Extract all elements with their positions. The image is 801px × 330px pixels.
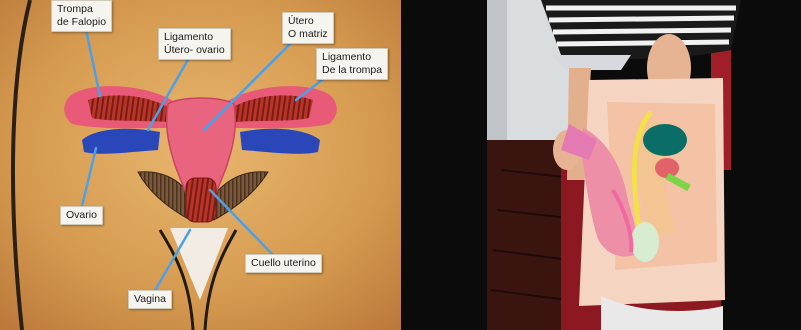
label-cuello-uterino: Cuello uterino bbox=[245, 254, 322, 273]
label-utero: Útero O matriz bbox=[282, 12, 334, 44]
male-reproductive-model-photo bbox=[401, 0, 801, 330]
label-ligamento-utero-ovario: Ligamento Útero- ovario bbox=[158, 28, 231, 60]
label-ligamento-de-la-trompa: Ligamento De la trompa bbox=[316, 48, 388, 80]
label-trompa-de-falopio: Trompa de Falopio bbox=[51, 0, 112, 32]
label-vagina: Vagina bbox=[128, 290, 172, 309]
label-ovario: Ovario bbox=[60, 206, 103, 225]
female-reproductive-model-photo: Trompa de Falopio Ligamento Útero- ovari… bbox=[0, 0, 401, 330]
male-model-illustration bbox=[401, 0, 801, 330]
